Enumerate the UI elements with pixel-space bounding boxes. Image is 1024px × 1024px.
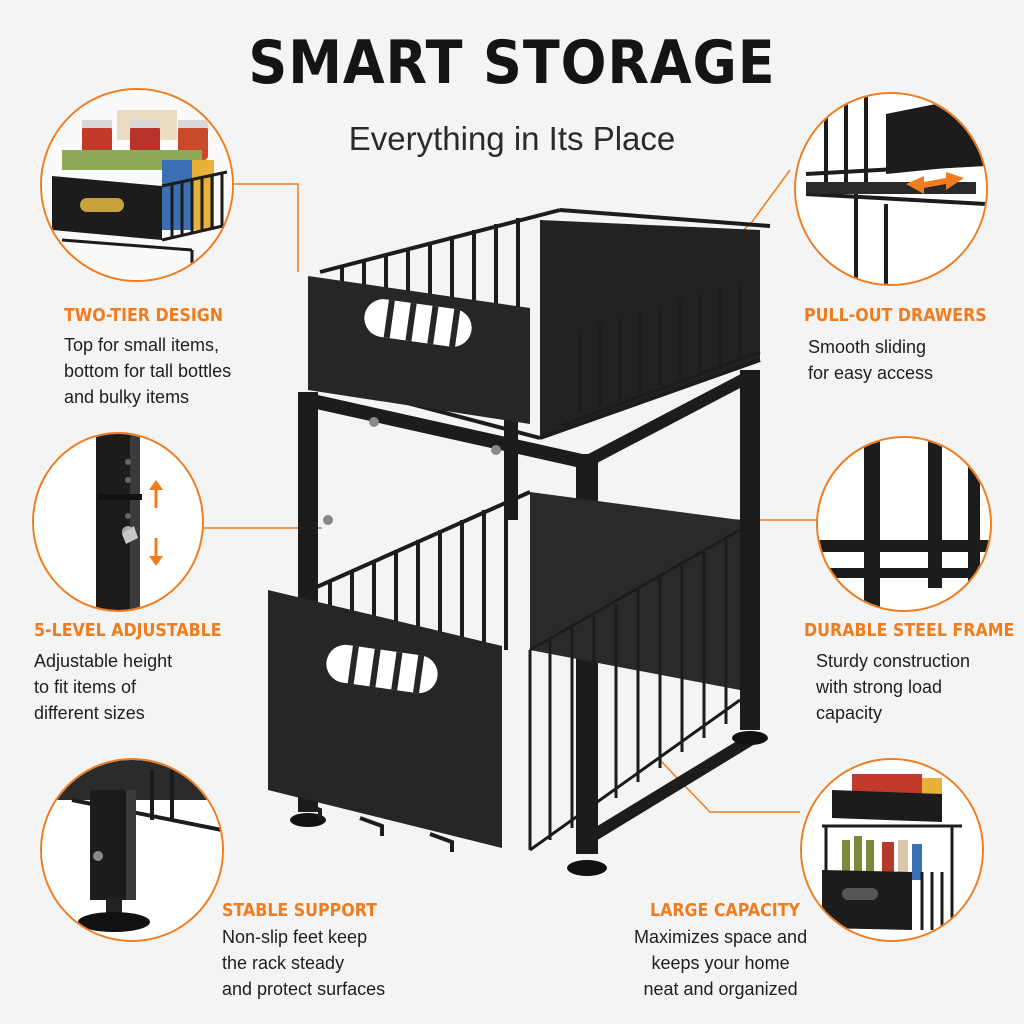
pull-out-detail-image (794, 92, 988, 286)
adjustable-description: Adjustable height to fit items of differ… (34, 651, 173, 723)
double-arrow-icon (906, 172, 964, 194)
steel-frame-detail-image (816, 436, 992, 612)
capacity-description: Maximizes space and keeps your home neat… (634, 927, 808, 999)
capacity-title: LARGE CAPACITY (650, 900, 800, 921)
up-down-arrows (149, 480, 163, 566)
stable-title: STABLE SUPPORT (222, 900, 377, 921)
adjustable-detail-image (32, 432, 204, 612)
leader-two-tier (228, 183, 299, 272)
stable-description: Non-slip feet keep the rack steady and p… (222, 927, 386, 999)
page-subtitle: Everything in Its Place (348, 120, 676, 157)
page-title: SMART STORAGE (248, 28, 776, 98)
steel-frame-title: DURABLE STEEL FRAME (804, 620, 1015, 641)
up-arrow-icon (149, 480, 163, 508)
two-tier-title: TWO-TIER DESIGN (64, 305, 224, 326)
two-tier-description: Top for small items, bottom for tall bot… (64, 335, 232, 407)
down-arrow-icon (149, 538, 163, 566)
adjustable-title: 5-LEVEL ADJUSTABLE (34, 620, 222, 641)
product-rack-image (268, 208, 771, 876)
pull-out-title: PULL-OUT DRAWERS (804, 305, 987, 326)
stable-detail-image (40, 758, 224, 942)
two-tier-detail-image (40, 88, 234, 282)
leader-capacity (659, 759, 800, 813)
capacity-detail-image (800, 758, 984, 942)
pull-out-description: Smooth sliding for easy access (808, 337, 934, 383)
steel-frame-description: Sturdy construction with strong load cap… (816, 651, 971, 723)
